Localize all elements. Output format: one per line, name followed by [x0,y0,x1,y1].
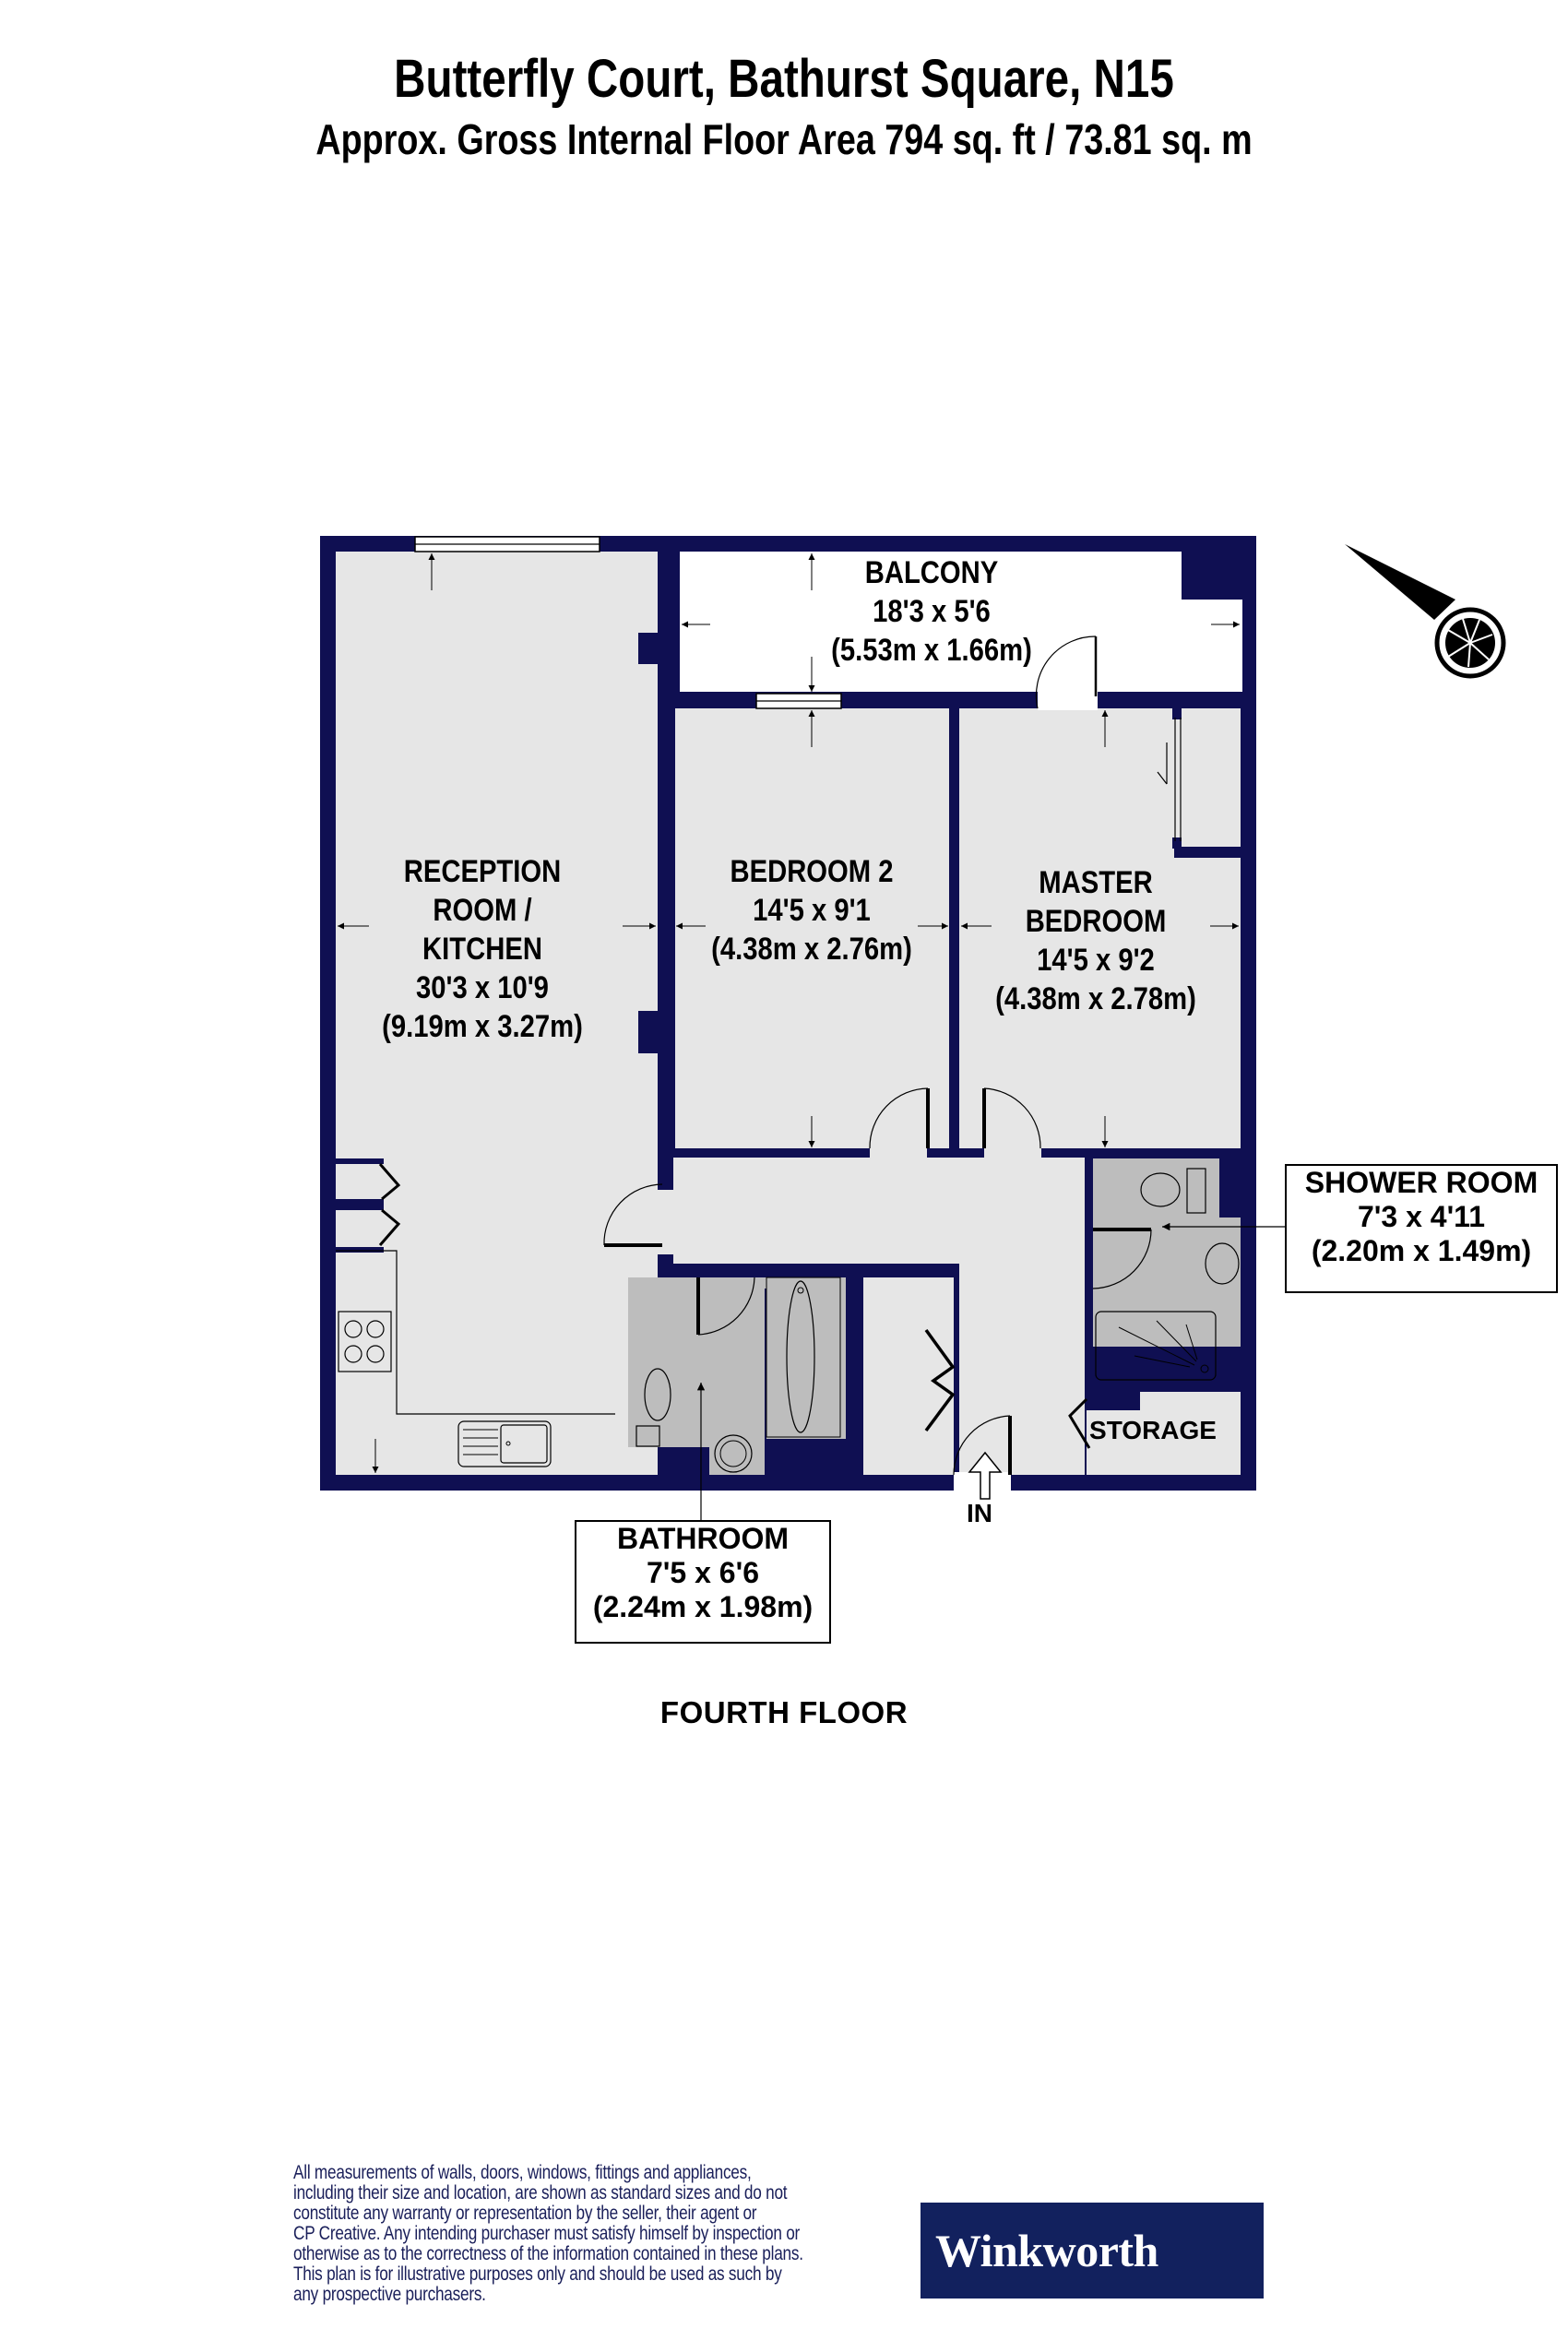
svg-text:14'5 x 9'1: 14'5 x 9'1 [753,892,871,928]
shower-tray-icon [1095,1311,1217,1381]
bathroom-name: BATHROOM [616,1522,790,1555]
floor-level-label: FOURTH FLOOR [659,1695,909,1729]
bathtub-icon [766,1277,841,1438]
shower-room-imperial: 7'3 x 4'11 [1357,1200,1485,1233]
svg-text:(4.38m x 2.78m): (4.38m x 2.78m) [995,980,1196,1016]
balcony-label: BALCONY 18'3 x 5'6 (5.53m x 1.66m) [831,554,1032,668]
bedroom-2-floor [675,708,949,1148]
svg-text:RECEPTION: RECEPTION [404,853,561,889]
entrance-arrow-icon [968,1451,1003,1500]
balcony-floor [680,552,1182,692]
kitchen-sink-icon [457,1420,552,1467]
brand-name: Winkworth [935,2225,1158,2276]
svg-text:BALCONY: BALCONY [865,554,998,590]
washbasin-icon [1205,1242,1240,1285]
toilet-icon [1140,1168,1206,1214]
shower-room-callout: SHOWER ROOM 7'3 x 4'11 (2.20m x 1.49m) [1285,1164,1558,1293]
svg-text:(5.53m x 1.66m): (5.53m x 1.66m) [831,632,1032,668]
toilet-icon [636,1368,671,1447]
master-bedroom-label: MASTER BEDROOM 14'5 x 9'2 (4.38m x 2.78m… [995,864,1196,1016]
svg-text:18'3 x 5'6: 18'3 x 5'6 [873,593,991,629]
disclaimer-text: All measurements of walls, doors, window… [293,2162,803,2305]
bathroom-metric: (2.24m x 1.98m) [592,1590,814,1623]
storage-label: STORAGE [1089,1416,1217,1444]
reception-room-floor [336,552,658,1475]
washbasin-icon [714,1434,753,1473]
svg-text:BEDROOM 2: BEDROOM 2 [731,853,894,889]
bathroom-floor [628,1277,709,1447]
entrance-label: IN [967,1499,992,1527]
shower-room-name: SHOWER ROOM [1304,1166,1538,1199]
brand-logo: Winkworth [921,2203,1264,2299]
svg-text:ROOM /: ROOM / [433,892,531,928]
svg-text:BEDROOM: BEDROOM [1026,903,1167,939]
svg-text:KITCHEN: KITCHEN [422,931,542,967]
svg-text:14'5 x 9'2: 14'5 x 9'2 [1037,942,1155,978]
bathroom-callout: BATHROOM 7'5 x 6'6 (2.24m x 1.98m) [575,1520,831,1644]
bedroom-2-label: BEDROOM 2 14'5 x 9'1 (4.38m x 2.76m) [711,853,912,967]
dimension-arrows [338,553,1240,1473]
svg-text:MASTER: MASTER [1039,864,1152,900]
shower-room-metric: (2.20m x 1.49m) [1311,1234,1532,1267]
page-title: Butterfly Court, Bathurst Square, N15 [394,49,1174,109]
floor-area-subtitle: Approx. Gross Internal Floor Area 794 sq… [315,115,1253,163]
bathroom-imperial: 7'5 x 6'6 [647,1556,759,1589]
hallway-floor [673,1158,1085,1264]
svg-text:(4.38m x 2.76m): (4.38m x 2.76m) [711,931,912,967]
svg-text:30'3 x 10'9: 30'3 x 10'9 [416,969,549,1005]
hob-icon [338,1311,392,1372]
north-compass-icon [1345,544,1506,679]
svg-text:(9.19m x 3.27m): (9.19m x 3.27m) [382,1008,583,1044]
reception-room-label: RECEPTION ROOM / KITCHEN 30'3 x 10'9 (9.… [382,853,583,1044]
